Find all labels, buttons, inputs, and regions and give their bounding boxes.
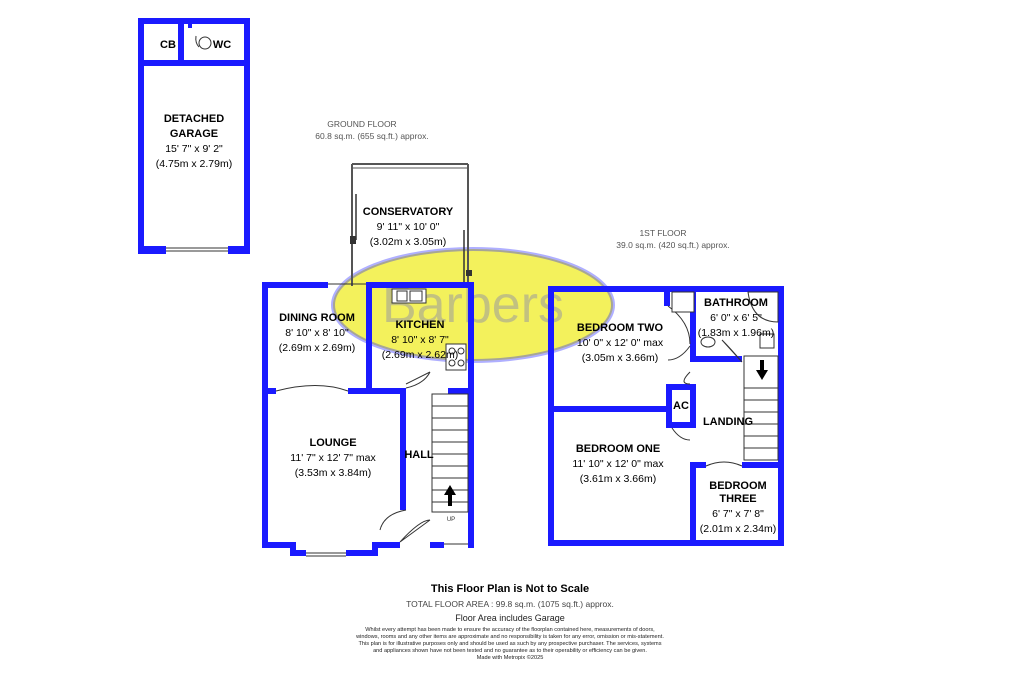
garage-name-1: DETACHED [164,113,224,125]
garage-name-2: GARAGE [170,128,218,140]
bedroom-three-name-1: BEDROOM [709,480,766,492]
dining-room-dim-metric: (2.69m x 2.69m) [279,342,355,354]
detached-garage: CB WC DETACHED GARAGE 15' 7" x 9' 2" (4.… [138,18,250,254]
bedroom-three-dim-metric: (2.01m x 2.34m) [700,523,776,535]
cb-label: CB [160,39,176,51]
kitchen-dim-metric: (2.69m x 2.62m) [382,349,458,361]
bedroom-one-name: BEDROOM ONE [576,443,660,455]
stairs-down-arrow-icon [756,360,768,380]
first-floor: BEDROOM TWO 10' 0" x 12' 0" max (3.05m x… [548,286,784,546]
garage-note: Floor Area includes Garage [455,613,565,623]
bathroom-dim-imperial: 6' 0" x 6' 5" [710,312,762,324]
kitchen-name: KITCHEN [396,319,445,331]
conservatory-dim-imperial: 9' 11" x 10' 0" [377,221,440,233]
landing-name: LANDING [703,416,753,428]
ground-floor: CONSERVATORY 9' 11" x 10' 0" (3.02m x 3.… [262,163,474,557]
bedroom-one-dim-imperial: 11' 10" x 12' 0" max [572,458,664,470]
wc-label: WC [213,39,231,51]
up-label: UP [447,517,455,523]
hall-name: HALL [404,449,434,461]
disclaimer-block: Whilst every attempt has been made to en… [355,627,665,662]
dining-room-dim-imperial: 8' 10" x 8' 10" [285,327,349,339]
bedroom-two-name: BEDROOM TWO [577,322,664,334]
disclaimer-text: Whilst every attempt has been made to en… [356,627,664,654]
bedroom-two-dim-metric: (3.05m x 3.66m) [582,352,658,364]
first-floor-title: 1ST FLOOR [639,228,686,238]
bedroom-one-dim-metric: (3.61m x 3.66m) [580,473,656,485]
first-floor-stairs [743,355,779,461]
ac-name: AC [673,400,689,412]
ground-stairs [431,393,469,513]
total-floor-area: TOTAL FLOOR AREA : 99.8 sq.m. (1075 sq.f… [406,599,614,609]
first-floor-area: 39.0 sq.m. (420 sq.ft.) approx. [616,240,729,250]
bedroom-three-dim-imperial: 6' 7" x 7' 8" [712,508,764,520]
bedroom-two-dim-imperial: 10' 0" x 12' 0" max [577,337,664,349]
ground-floor-title: GROUND FLOOR [327,119,396,129]
conservatory-dim-metric: (3.02m x 3.05m) [370,236,446,248]
lounge-dim-metric: (3.53m x 3.84m) [295,467,371,479]
metropix-credit: Made with Metropix ©2025 [476,655,544,661]
stairs-up-arrow-icon [444,485,456,506]
ground-floor-area: 60.8 sq.m. (655 sq.ft.) approx. [315,131,428,141]
conservatory-name: CONSERVATORY [363,206,454,218]
lounge-dim-imperial: 11' 7" x 12' 7" max [290,452,376,464]
kitchen-dim-imperial: 8' 10" x 8' 7" [391,334,449,346]
bathroom-dim-metric: (1.83m x 1.96m) [698,327,774,339]
bathroom-name: BATHROOM [704,297,768,309]
lounge-name: LOUNGE [309,437,356,449]
bedroom-three-name-2: THREE [719,493,756,505]
not-to-scale-title: This Floor Plan is Not to Scale [430,583,590,595]
garage-dim-metric: (4.75m x 2.79m) [156,158,232,170]
garage-dim-imperial: 15' 7" x 9' 2" [165,143,223,155]
dining-room-name: DINING ROOM [279,312,355,324]
